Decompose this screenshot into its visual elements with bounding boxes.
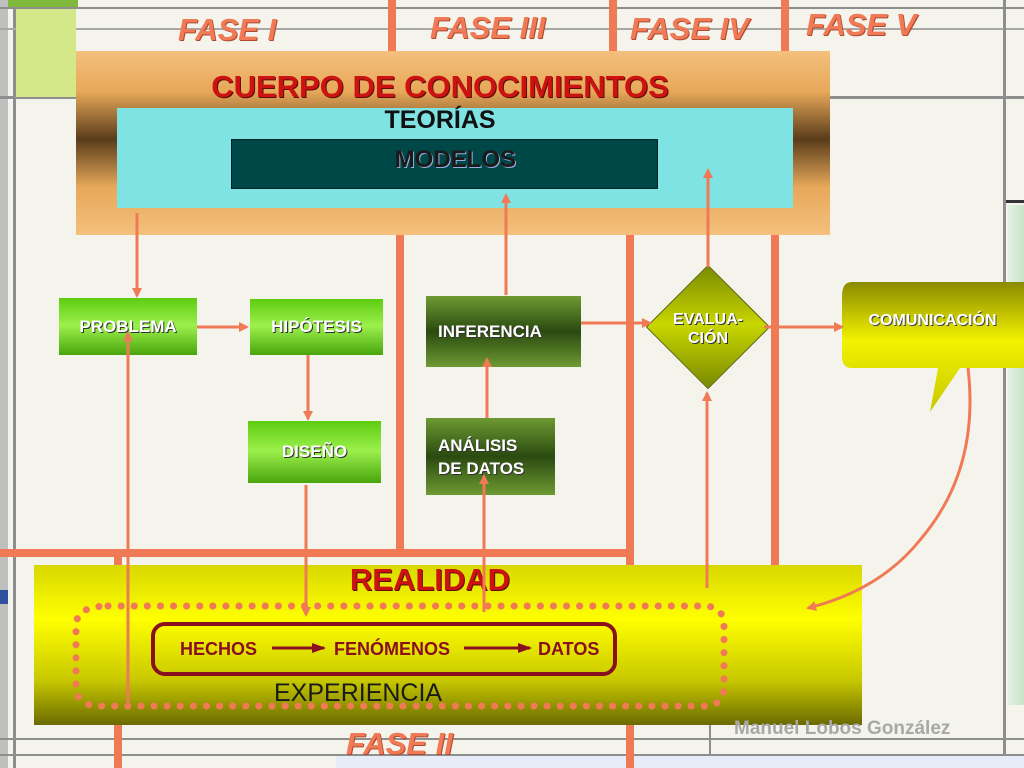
experiencia-label: EXPERIENCIA (274, 679, 443, 707)
reality-box (34, 565, 862, 725)
hechos-label: HECHOS (180, 639, 258, 659)
fenomenos-label: FENÓMENOS (334, 639, 451, 659)
arrow-comunicacion-to-reality (806, 367, 972, 611)
evaluacion-line-2: CIÓN (688, 330, 728, 347)
theories-label: TEORÍAS (384, 106, 496, 134)
evaluacion-label: EVALUA- CIÓN (658, 310, 758, 348)
phase-label-fase-5: FASE V (806, 7, 917, 42)
comunicacion-label: COMUNICACIÓN (868, 312, 997, 329)
inferencia-label: INFERENCIA (438, 321, 542, 341)
phase-label-fase-4: FASE IV (630, 11, 749, 46)
phase-label-fase-3: FASE III (430, 10, 546, 45)
analisis-line-2: DE DATOS (438, 458, 525, 478)
models-label: MODELOS (394, 146, 516, 173)
hipotesis-node: HIPÓTESIS (250, 299, 383, 355)
inferencia-node: INFERENCIA (426, 296, 581, 367)
diseno-node: DISEÑO (248, 421, 381, 483)
flow-frame (151, 622, 617, 676)
problema-label: PROBLEMA (79, 316, 177, 336)
phase-label-fase-2: FASE II (346, 726, 453, 761)
diseno-label: DISEÑO (281, 442, 348, 461)
knowledge-body-title: CUERPO DE CONOCIMIENTOS (211, 69, 669, 104)
analisis-line-1: ANÁLISIS (438, 435, 518, 455)
models-box (231, 139, 658, 189)
experiencia-dotted-loop (72, 602, 728, 710)
evaluacion-line-1: EVALUA- (673, 311, 743, 328)
comunicacion-bubble (842, 282, 1024, 412)
author-credit: Manuel Lobos González (734, 718, 951, 739)
datos-label: DATOS (538, 639, 600, 659)
hipotesis-label: HIPÓTESIS (271, 317, 362, 336)
analisis-datos-node: ANÁLISIS DE DATOS (426, 418, 555, 495)
phase-label-fase-1: FASE I (178, 12, 277, 47)
